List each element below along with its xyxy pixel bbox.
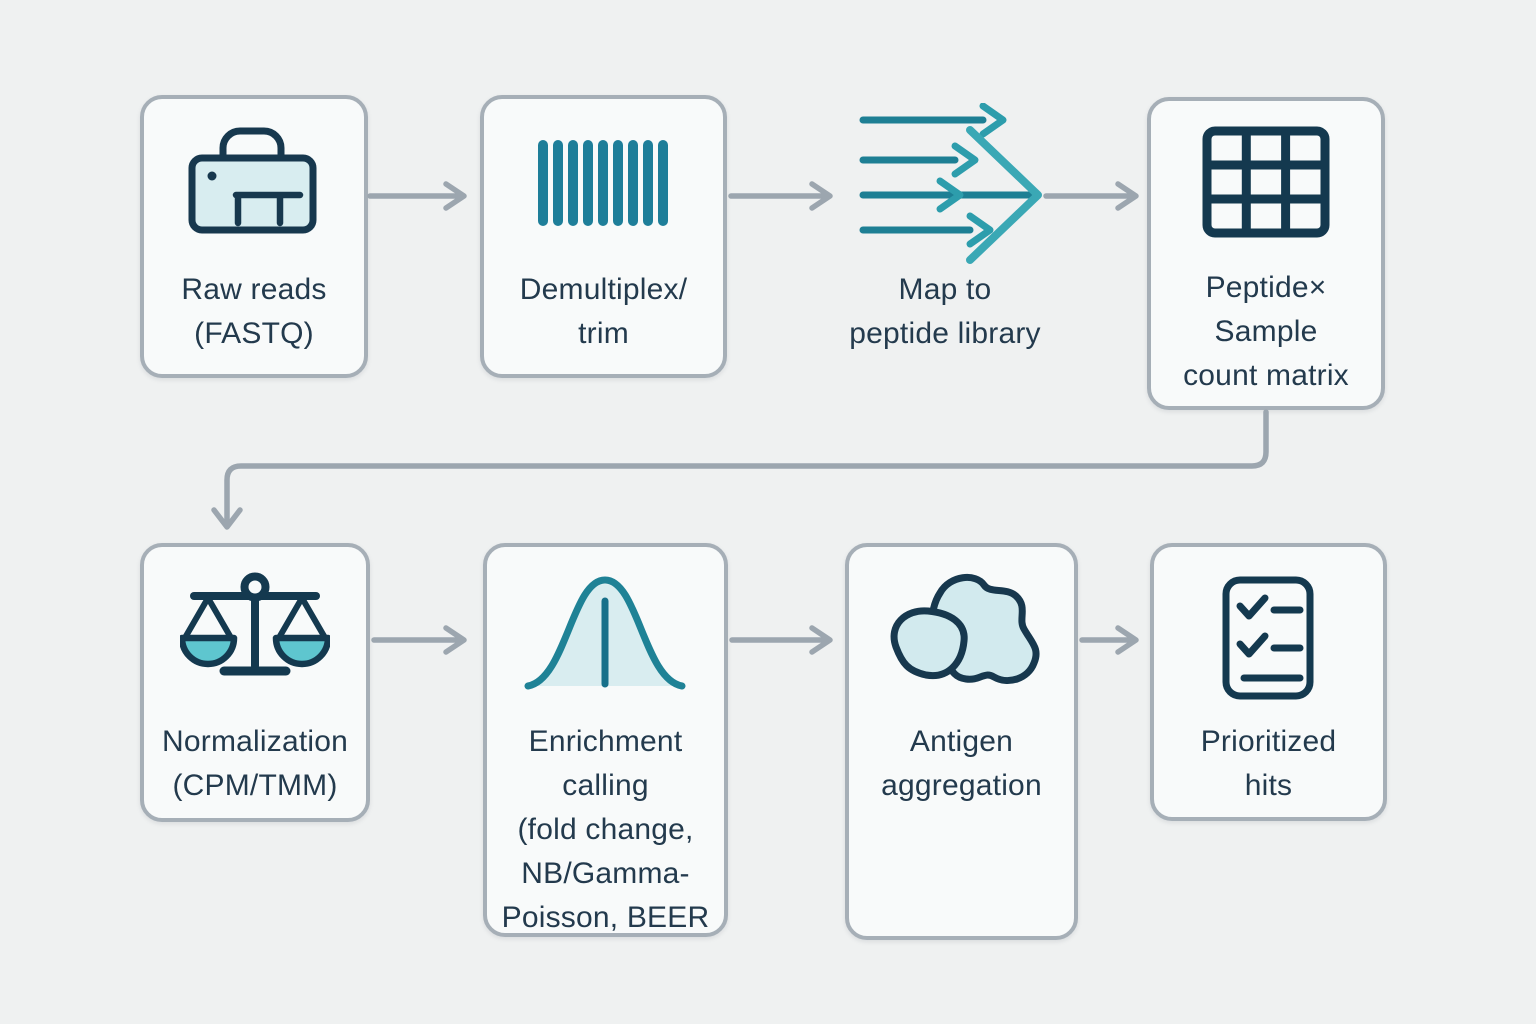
sequencer-icon (188, 127, 317, 234)
node-raw-reads-fastq (140, 95, 368, 378)
balance-scale-icon (180, 572, 330, 676)
barcode-icon (538, 140, 668, 226)
arrow-antigen-to-hits (1079, 625, 1139, 655)
label-prioritized-hits: Prioritized hits (1200, 725, 1337, 802)
label-raw-reads-fastq: Raw reads (FASTQ) (181, 273, 327, 350)
node-enrichment-calling (483, 543, 728, 937)
arrow-norm-to-enrich (371, 625, 467, 655)
checklist-icon (1222, 576, 1314, 700)
antigen-blobs-icon (890, 574, 1040, 684)
arrow-raw-to-demux (367, 181, 467, 211)
node-normalization (140, 543, 370, 822)
label-enrichment-calling: Enrichment calling (fold change, NB/Gamm… (501, 725, 710, 934)
arrow-demux-to-map (728, 181, 833, 211)
label-map-to-peptide-library: Map to peptide library (849, 273, 1041, 350)
mapping-arrows-icon (859, 103, 1042, 264)
bell-curve-icon (524, 576, 686, 690)
label-antigen-aggregation: Antigen aggregation (881, 725, 1042, 802)
matrix-grid-icon (1202, 126, 1330, 238)
label-peptide-sample-count-matrix: Peptide× Sample count matrix (1183, 271, 1349, 392)
arrow-map-to-matrix (1043, 181, 1139, 211)
arrow-enrich-to-antigen (729, 625, 833, 655)
node-peptide-sample-count-matrix (1147, 97, 1385, 410)
node-prioritized-hits (1150, 543, 1387, 821)
elbow-matrix-to-normalization (211, 409, 1269, 530)
label-normalization: Normalization (CPM/TMM) (162, 725, 348, 802)
label-demultiplex-trim: Demultiplex/ trim (519, 273, 688, 350)
